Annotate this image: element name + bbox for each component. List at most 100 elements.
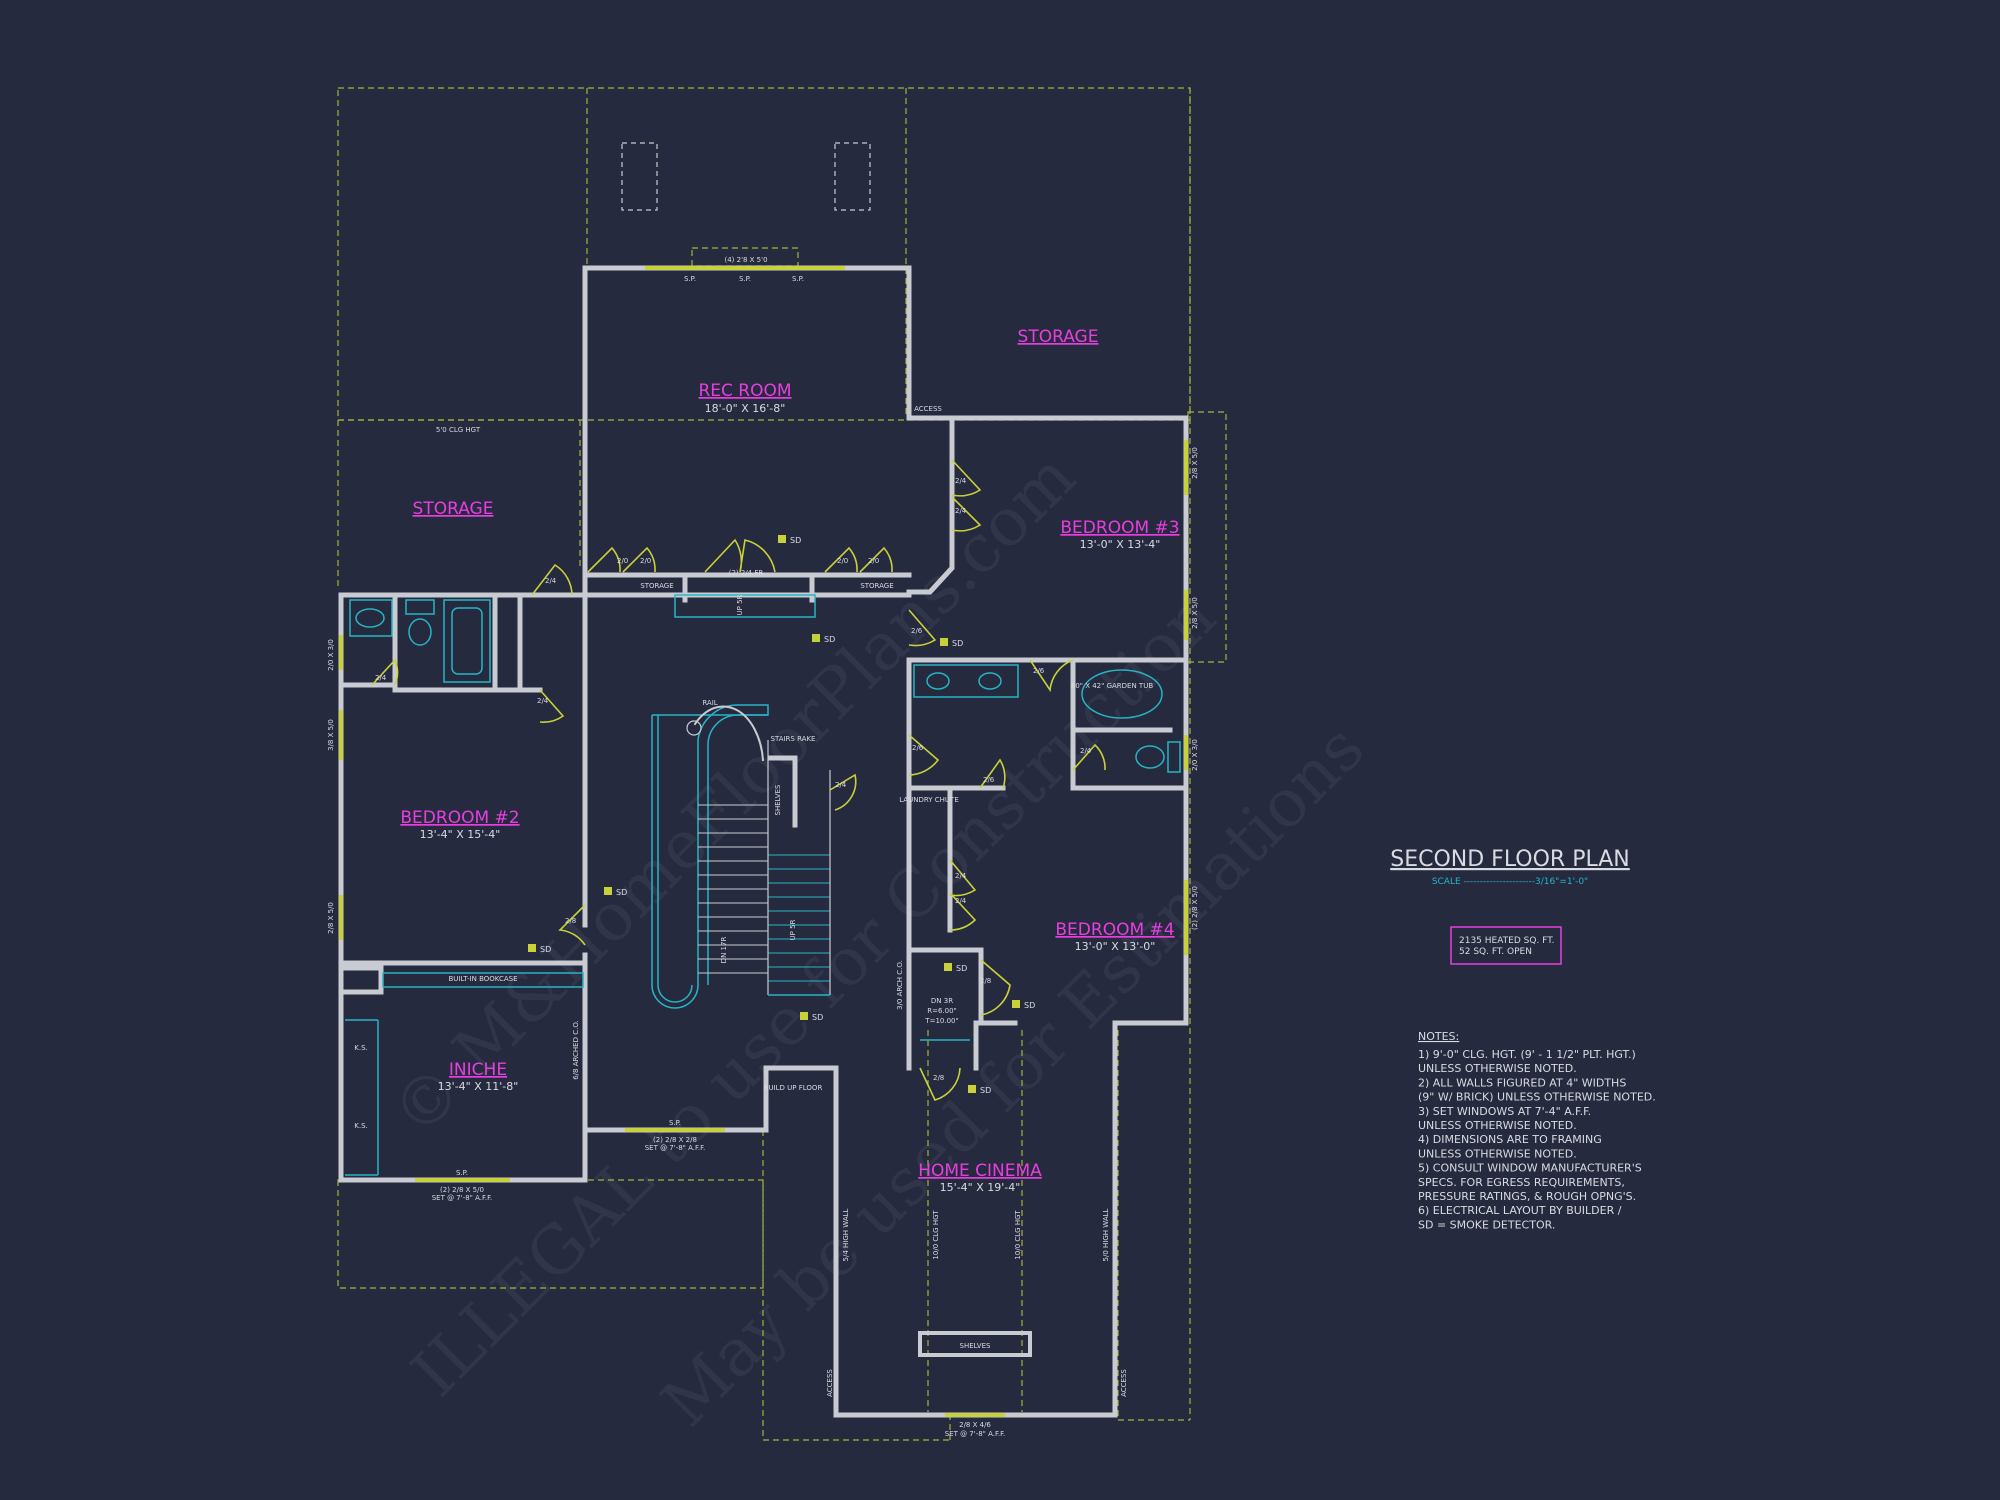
sd-label: SD: [812, 1013, 823, 1022]
dn-stair-label: DN 17R: [720, 937, 728, 964]
doors: [371, 459, 1106, 1101]
dn-3r-riser-label: R=6.00": [927, 1007, 957, 1015]
cinema-wall-left-label: 5/4 HIGH WALL: [842, 1208, 850, 1261]
door-size-label: 2/4: [955, 477, 967, 485]
window-mid-label-2: SET @ 7'-8" A.F.F.: [645, 1144, 706, 1152]
room-name-bedroom-2: BEDROOM #2: [400, 808, 519, 828]
title-block: SECOND FLOOR PLAN SCALE ----------------…: [1390, 847, 1630, 965]
window-niche-label: (2) 2/8 X 5/0: [440, 1186, 484, 1194]
clg-hgt-storage-label: 5'0 CLG HGT: [436, 426, 481, 434]
sd-marker: [1012, 1000, 1020, 1008]
bed2-window-label-3: 2/8 X 5/0: [327, 902, 335, 934]
door-size-label: 2/4: [537, 697, 549, 705]
bookcase-label: BUILT-IN BOOKCASE: [448, 975, 517, 983]
door-size-label: 2/4: [1080, 747, 1092, 755]
sd-marker: [940, 638, 948, 646]
plan-scale: SCALE ----------------------3/16"=1'-0": [1432, 877, 1588, 887]
cinema-shelves-unit: [918, 1331, 1032, 1357]
notes-title: NOTES:: [1418, 1030, 1459, 1043]
laundry-chute-label: LAUNDRY CHUTE: [899, 796, 959, 804]
door-size-label: 2/4: [545, 577, 557, 585]
access-label-top: ACCESS: [914, 405, 942, 413]
garden-tub-label: 60" X 42" GARDEN TUB: [1071, 682, 1153, 690]
note-line: PRESSURE RATINGS, & ROUGH OPNG'S.: [1418, 1190, 1636, 1203]
note-line: 6) ELECTRICAL LAYOUT BY BUILDER /: [1418, 1204, 1622, 1217]
door-size-label: 2/0: [617, 557, 628, 565]
windows: [339, 266, 1188, 1417]
sd-label: SD: [980, 1086, 991, 1095]
bed2-window-label-2: 3/8 X 5/0: [327, 719, 335, 751]
cinema-clg-label-1: 10/0 CLG HGT: [932, 1210, 940, 1260]
sd-label: SD: [616, 888, 627, 897]
room-labels: REC ROOM 18'-0" X 16'-8" STORAGE STORAGE…: [400, 327, 1179, 1194]
cinema-access-right-label: ACCESS: [1120, 1369, 1128, 1397]
door-size-label: 2/0: [868, 557, 879, 565]
window-rec-label: (4) 2'8 X 5'0: [724, 256, 767, 264]
door-size-label: 2/4: [835, 781, 847, 789]
ks-label-1: K.S.: [354, 1044, 367, 1052]
door-size-label: 2/6: [1033, 667, 1045, 675]
sp-label: S.P.: [456, 1169, 468, 1177]
area-open: 52 SQ. FT. OPEN: [1459, 947, 1532, 957]
up-stair-label: UP 5R: [789, 919, 797, 940]
room-name-niche: INICHE: [449, 1060, 507, 1080]
door-size-label: 2/6: [911, 627, 923, 635]
sd-label: SD: [790, 536, 801, 545]
bed3-window-label-1: 2/8 X 5/0: [1191, 447, 1199, 479]
sd-marker: [604, 887, 612, 895]
room-dims-niche: 13'-4" X 11'-8": [438, 1080, 519, 1093]
annotations: 5'0 CLG HGT ACCESS (4) 2'8 X 5'0 S.P. S.…: [327, 256, 1199, 1438]
fixtures: [345, 594, 1181, 1176]
dn-3r-tread-label: T=10.00": [924, 1017, 958, 1025]
door-size-label: 2/4: [375, 674, 387, 682]
sd-label: SD: [952, 639, 963, 648]
room-name-storage-left: STORAGE: [413, 499, 494, 519]
sd-marker: [800, 1012, 808, 1020]
notes-block: NOTES: 1) 9'-0" CLG. HGT. (9' - 1 1/2" P…: [1418, 1030, 1656, 1231]
room-dims-rec-room: 18'-0" X 16'-8": [705, 402, 786, 415]
door-size-label: 2/4: [955, 507, 967, 515]
cinema-shelves-label: SHELVES: [960, 1342, 991, 1350]
build-up-floor-label: BUILD UP FLOOR: [764, 1084, 823, 1092]
up-top-label: UP 5R: [736, 594, 744, 615]
cinema-access-left-label: ACCESS: [826, 1369, 834, 1397]
storage-small-label: STORAGE: [640, 582, 673, 590]
cinema-window-label: 2/8 X 4/6: [959, 1421, 991, 1429]
door-size-label: 2/8: [980, 977, 991, 985]
shelves-stair-label: SHELVES: [774, 784, 782, 815]
room-dims-bedroom-4: 13'-0" X 13'-0": [1075, 940, 1156, 953]
door-size-label: 2/4: [955, 872, 967, 880]
room-name-bedroom-3: BEDROOM #3: [1060, 518, 1179, 538]
room-dims-bedroom-2: 13'-4" X 15'-4": [420, 828, 501, 841]
sd-label: SD: [824, 635, 835, 644]
sd-marker: [944, 963, 952, 971]
sd-label: SD: [1024, 1001, 1035, 1010]
window-mid-label: (2) 2/8 X 2/8: [653, 1136, 697, 1144]
sd-marker: [968, 1085, 976, 1093]
door-size-label: 2/0: [837, 557, 848, 565]
ks-label-2: K.S.: [354, 1122, 367, 1130]
note-line: SPECS. FOR EGRESS REQUIREMENTS,: [1418, 1176, 1625, 1189]
arch-co-label: 3/0 ARCH C.O.: [896, 960, 904, 1010]
sd-marker: [778, 535, 786, 543]
door-fr-label: (2) 2/4 FR: [729, 569, 764, 577]
note-line: 5) CONSULT WINDOW MANUFACTURER'S: [1418, 1162, 1642, 1175]
bed4-window-label: (2) 2/8 X 5/0: [1191, 886, 1199, 930]
door-size-label: 2/8: [565, 917, 576, 925]
room-name-rec-room: REC ROOM: [698, 381, 791, 401]
bath-window-label: 2/0 X 3/0: [1191, 739, 1199, 771]
sp-label: S.P.: [669, 1119, 681, 1127]
note-line: 4) DIMENSIONS ARE TO FRAMING: [1418, 1133, 1602, 1146]
staircase: [651, 704, 831, 1009]
smoke-detectors: SD SD SD SD SD SD SD SD SD: [528, 535, 1035, 1095]
door-size-label: 2/4: [955, 897, 967, 905]
note-line: 3) SET WINDOWS AT 7'-4" A.F.F.: [1418, 1105, 1591, 1118]
note-line: (9" W/ BRICK) UNLESS OTHERWISE NOTED.: [1418, 1091, 1656, 1104]
dashed-outlines: [337, 87, 1227, 1441]
storage-small-label: STORAGE: [860, 582, 893, 590]
rail-label: RAIL: [702, 699, 717, 707]
sd-label: SD: [540, 945, 551, 954]
area-heated: 2135 HEATED SQ. FT.: [1459, 936, 1554, 946]
note-line: UNLESS OTHERWISE NOTED.: [1418, 1147, 1577, 1160]
